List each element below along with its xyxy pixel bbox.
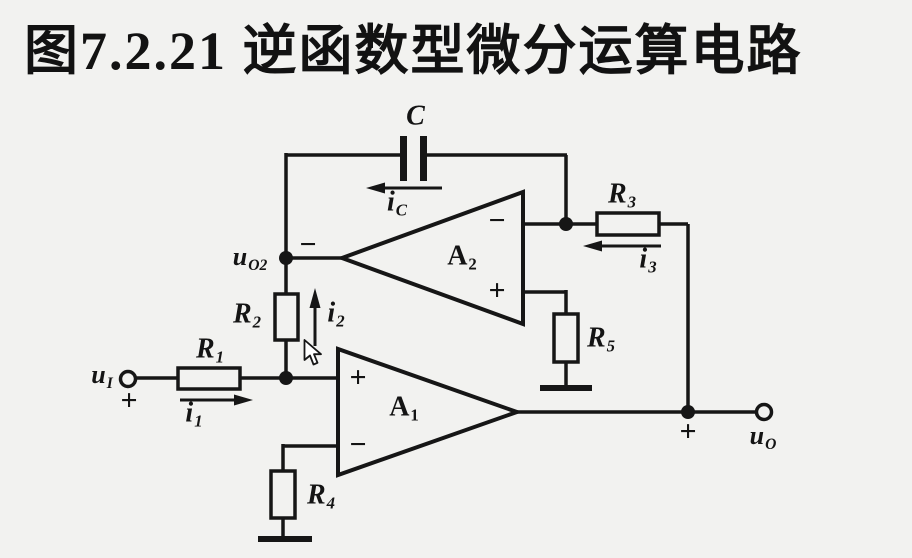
label-current-i1: i1	[185, 397, 203, 431]
label-current-i3: i3	[639, 243, 657, 277]
opamp-a2-triangle	[336, 189, 525, 327]
polarity-minus-uo2: −	[299, 228, 317, 261]
a1-inverting-input-mark: −	[349, 428, 367, 461]
label-voltage-uo2: uO2	[232, 242, 268, 275]
label-current-ic: iC	[387, 186, 407, 220]
a1-noninverting-input-mark: +	[349, 361, 367, 394]
resistor-r5-body	[552, 312, 580, 364]
label-voltage-ui: uI	[91, 360, 113, 393]
junction-dots	[279, 217, 695, 419]
resistor-r4-body	[269, 469, 297, 520]
resistor-r1-body	[176, 366, 242, 391]
polarity-plus-uo: +	[679, 415, 697, 448]
label-opamp-a2: A2	[447, 240, 477, 274]
label-capacitor-c: C	[406, 100, 425, 132]
label-resistor-r1: R1	[195, 333, 225, 367]
output-terminal	[754, 402, 774, 422]
label-resistor-r5: R5	[586, 322, 616, 356]
current-arrow-i1	[180, 394, 253, 406]
ground-symbols	[258, 385, 592, 542]
label-resistor-r3: R3	[607, 178, 637, 212]
input-terminal	[118, 369, 138, 389]
current-arrow-i2	[309, 288, 321, 346]
label-current-i2: i2	[327, 297, 345, 331]
wires	[135, 153, 757, 539]
mouse-cursor-icon	[303, 339, 322, 366]
a2-noninverting-input-mark: +	[488, 274, 506, 307]
polarity-plus-ui: +	[120, 384, 138, 417]
label-voltage-uo: uO	[749, 421, 777, 454]
resistor-r2-body	[273, 292, 300, 342]
figure-title: 图7.2.21 逆函数型微分运算电路	[24, 21, 803, 81]
resistor-r3-body	[595, 211, 661, 237]
current-arrow-i3	[583, 240, 661, 252]
label-resistor-r2: R2	[232, 298, 262, 332]
label-resistor-r4: R4	[306, 479, 336, 513]
opamp-a1-triangle	[336, 346, 524, 478]
capacitor-c	[400, 136, 427, 181]
label-opamp-a1: A1	[389, 391, 419, 425]
resistors	[176, 211, 661, 520]
a2-inverting-input-mark: −	[488, 204, 506, 237]
current-arrow-ic	[366, 182, 442, 194]
